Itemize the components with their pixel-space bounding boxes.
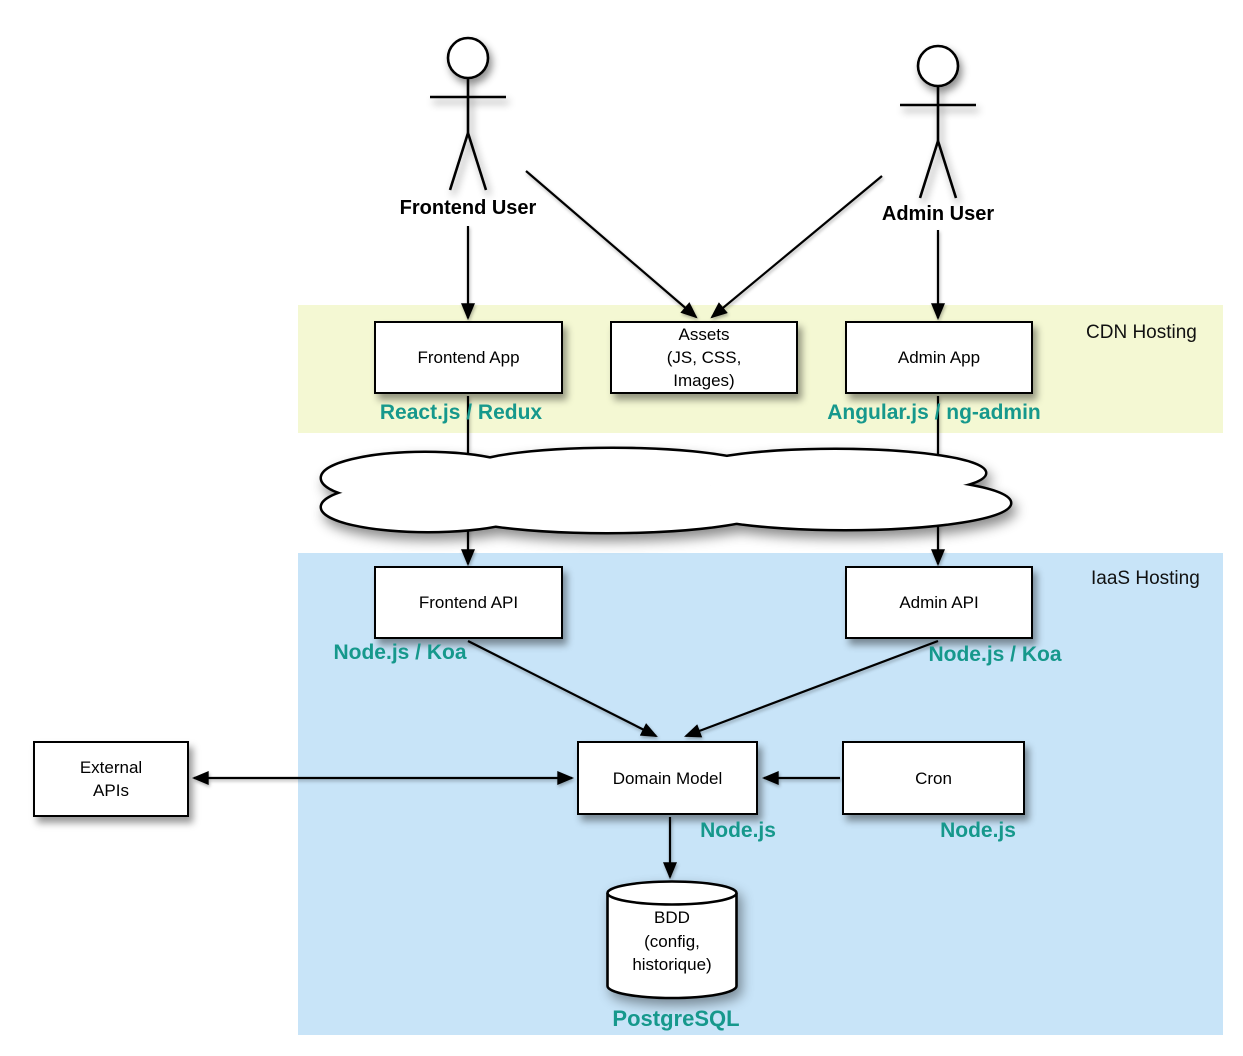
frontend-app-tech-label: React.js / Redux <box>379 401 543 424</box>
database-label: BDD (config, historique) <box>632 908 712 974</box>
cdn-hosting-label: CDN Hosting <box>1086 322 1197 343</box>
admin-api-label: Admin API <box>899 593 979 612</box>
admin-app-box: Admin App <box>845 321 1033 394</box>
external-apis-label: External APIs <box>79 758 143 800</box>
frontend-api-label: Frontend API <box>418 593 519 612</box>
admin-user-label: Admin User <box>881 203 995 225</box>
admin-app-label: Admin App <box>897 348 981 367</box>
external-apis-box: External APIs <box>33 741 189 817</box>
frontend-user-figure-icon <box>430 36 506 191</box>
domain-model-box: Domain Model <box>577 741 758 815</box>
assets-label: Assets (JS, CSS, Images) <box>666 325 742 390</box>
arrow-frontend-api-to-domain-model <box>467 640 658 737</box>
admin-user-figure-icon <box>900 44 976 199</box>
frontend-app-box: Frontend App <box>374 321 563 394</box>
arrow-admin-api-to-domain-model <box>684 639 939 738</box>
frontend-app-label: Frontend App <box>417 348 520 367</box>
database-cylinder-icon <box>606 880 738 1000</box>
admin-api-tech-label: Node.js / Koa <box>928 643 1062 666</box>
domain-model-tech-label: Node.js <box>700 819 776 842</box>
frontend-user-label: Frontend User <box>399 197 537 219</box>
frontend-api-box: Frontend API <box>374 566 563 639</box>
internet-cloud-icon <box>319 446 1013 535</box>
cron-box: Cron <box>842 741 1025 815</box>
admin-api-box: Admin API <box>845 566 1033 639</box>
assets-box: Assets (JS, CSS, Images) <box>610 321 798 394</box>
database-tech-label: PostgreSQL <box>612 1006 740 1031</box>
cron-tech-label: Node.js <box>940 819 1016 842</box>
frontend-api-tech-label: Node.js / Koa <box>333 641 467 664</box>
domain-model-label: Domain Model <box>612 768 723 788</box>
arrow-admin-user-to-assets <box>710 175 883 319</box>
iaas-hosting-label: IaaS Hosting <box>1091 568 1200 589</box>
arrow-frontend-user-to-assets <box>525 170 698 319</box>
cron-label: Cron <box>915 768 952 788</box>
admin-app-tech-label: Angular.js / ng-admin <box>827 401 1041 424</box>
